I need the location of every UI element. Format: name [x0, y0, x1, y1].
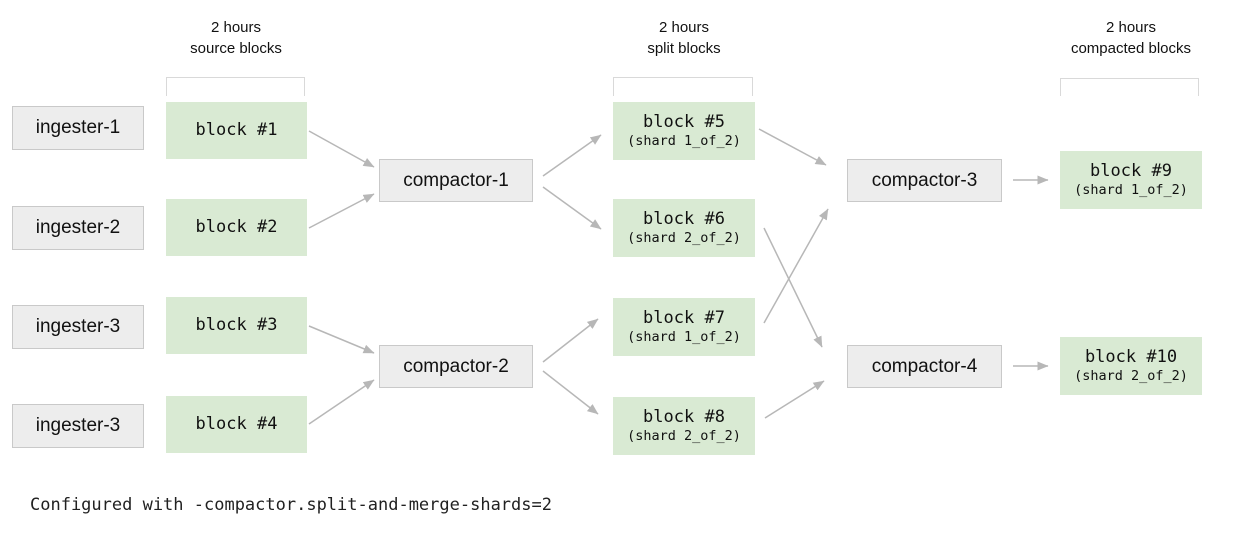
block-5-label: block #5 [643, 112, 725, 132]
block-1-label: block #1 [195, 120, 278, 140]
arrow-compactor2-to-block7 [542, 318, 599, 363]
block-2-label: block #2 [195, 217, 278, 237]
compactor-4-label: compactor-4 [871, 355, 978, 377]
header-source-blocks: 2 hours source blocks [136, 17, 336, 59]
node-ingester-3b: ingester-3 [12, 404, 144, 448]
node-block-5: block #5 (shard 1_of_2) [613, 102, 755, 160]
header-compacted-blocks: 2 hours compacted blocks [1031, 17, 1231, 59]
block-8-shard: (shard 2_of_2) [627, 428, 741, 444]
header-compacted-line1: 2 hours [1105, 19, 1157, 36]
arrow-compactor2-to-block8 [542, 370, 599, 415]
node-compactor-2: compactor-2 [379, 345, 533, 388]
compactor-2-label: compactor-2 [403, 355, 509, 377]
block-10-shard: (shard 2_of_2) [1074, 368, 1188, 384]
node-block-1: block #1 [166, 102, 307, 159]
arrow-block3-to-compactor2 [308, 325, 375, 354]
node-block-10: block #10 (shard 2_of_2) [1060, 337, 1202, 395]
block-4-label: block #4 [195, 414, 278, 434]
arrow-compactor1-to-block6 [542, 186, 602, 230]
node-ingester-1: ingester-1 [12, 106, 144, 150]
compactor-1-label: compactor-1 [403, 169, 509, 191]
arrow-block8-to-compactor4 [764, 380, 825, 419]
block-6-label: block #6 [643, 209, 725, 229]
node-ingester-2: ingester-2 [12, 206, 144, 250]
node-block-9: block #9 (shard 1_of_2) [1060, 151, 1202, 209]
caption: Configured with -compactor.split-and-mer… [30, 495, 552, 515]
node-block-7: block #7 (shard 1_of_2) [613, 298, 755, 356]
ingester-3-label: ingester-3 [35, 316, 121, 337]
bracket-split [613, 77, 753, 96]
bracket-source [166, 77, 305, 96]
node-ingester-3: ingester-3 [12, 305, 144, 349]
block-3-label: block #3 [195, 315, 278, 335]
arrow-block7-to-compactor3 [763, 208, 829, 324]
arrow-block1-to-compactor1 [308, 130, 375, 168]
block-9-label: block #9 [1090, 161, 1172, 181]
block-9-shard: (shard 1_of_2) [1074, 182, 1188, 198]
arrow-block5-to-compactor3 [758, 128, 827, 166]
header-split-line2: split blocks [647, 40, 721, 57]
header-compacted-line2: compacted blocks [1070, 40, 1192, 57]
node-block-4: block #4 [166, 396, 307, 453]
block-6-shard: (shard 2_of_2) [627, 230, 741, 246]
node-block-3: block #3 [166, 297, 307, 354]
node-compactor-1: compactor-1 [379, 159, 533, 202]
block-8-label: block #8 [643, 407, 725, 427]
header-split-line1: 2 hours [658, 19, 710, 36]
header-source-line1: 2 hours [210, 19, 262, 36]
node-compactor-3: compactor-3 [847, 159, 1002, 202]
ingester-2-label: ingester-2 [35, 217, 121, 238]
node-block-8: block #8 (shard 2_of_2) [613, 397, 755, 455]
block-7-label: block #7 [643, 308, 725, 328]
arrow-compactor1-to-block5 [542, 134, 602, 177]
block-7-shard: (shard 1_of_2) [627, 329, 741, 345]
block-5-shard: (shard 1_of_2) [627, 133, 741, 149]
header-split-blocks: 2 hours split blocks [584, 17, 784, 59]
arrow-block2-to-compactor1 [308, 193, 375, 229]
node-block-2: block #2 [166, 199, 307, 256]
block-10-label: block #10 [1084, 347, 1178, 367]
arrow-block4-to-compactor2 [308, 379, 375, 425]
arrow-block6-to-compactor4 [763, 227, 823, 348]
node-block-6: block #6 (shard 2_of_2) [613, 199, 755, 257]
node-compactor-4: compactor-4 [847, 345, 1002, 388]
ingester-3b-label: ingester-3 [35, 415, 121, 436]
compactor-3-label: compactor-3 [871, 169, 978, 191]
bracket-compacted [1060, 78, 1199, 96]
ingester-1-label: ingester-1 [35, 117, 121, 138]
header-source-line2: source blocks [190, 40, 282, 57]
